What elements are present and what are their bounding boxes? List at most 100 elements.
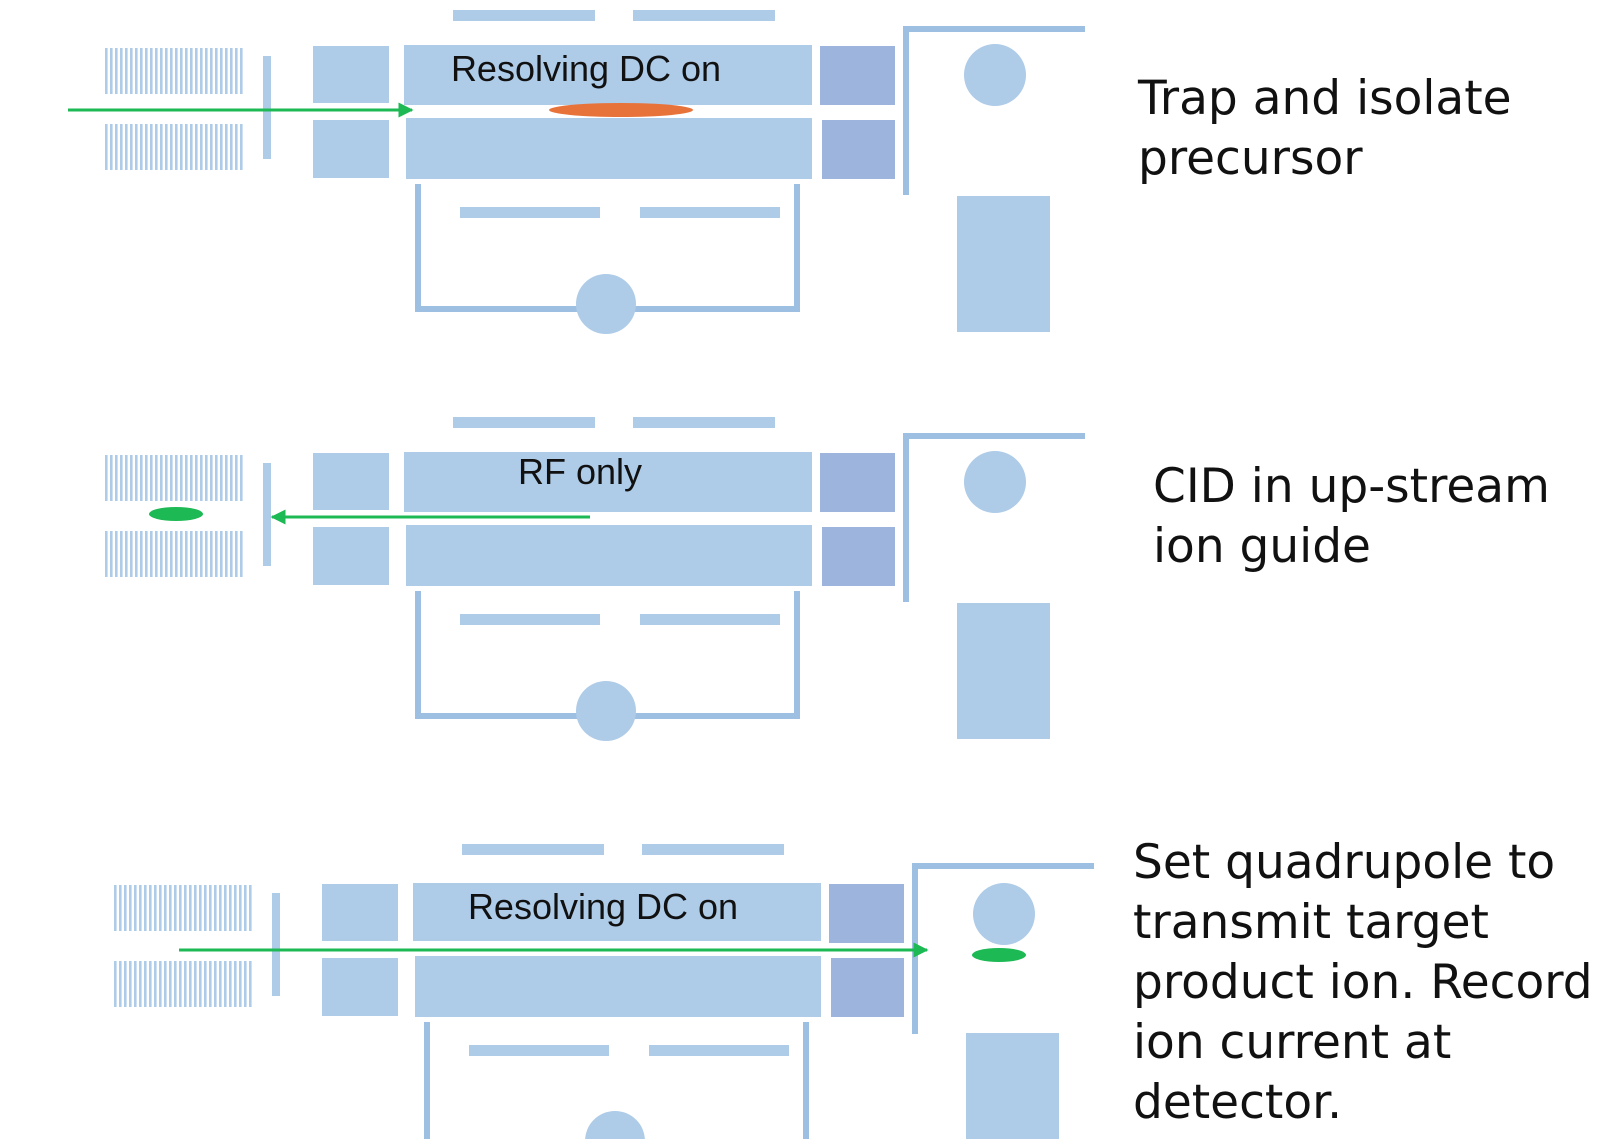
panel-1: Resolving DC on	[68, 10, 1085, 334]
detector-frame	[903, 433, 1085, 602]
grating-bar	[175, 455, 178, 501]
grating-bar	[234, 885, 237, 931]
grating-bar	[175, 124, 178, 170]
prefilter-lower	[313, 527, 389, 585]
entrance-lens	[263, 56, 271, 159]
grating-bar	[210, 124, 213, 170]
grating-bar	[159, 885, 162, 931]
inner-bar-right	[640, 614, 780, 625]
grating-bar	[184, 961, 187, 1007]
inner-bar-left	[460, 614, 600, 625]
grating-bar	[249, 961, 252, 1007]
grating-bar	[185, 48, 188, 94]
detector-circle	[973, 883, 1035, 945]
quad-label: RF only	[518, 451, 642, 492]
grating-bar	[225, 124, 228, 170]
grating-bar	[155, 124, 158, 170]
grating-bar	[240, 455, 243, 501]
grating-bar	[230, 124, 233, 170]
grating-bar	[140, 455, 143, 501]
grating-bar	[160, 124, 163, 170]
grating-bar	[150, 124, 153, 170]
grating-bar	[200, 531, 203, 577]
grating-bar	[110, 124, 113, 170]
grating-bar	[165, 48, 168, 94]
grating-bar	[239, 885, 242, 931]
postfilter-upper	[829, 884, 904, 943]
postfilter-upper	[820, 46, 895, 105]
grating-bar	[195, 124, 198, 170]
grating-bar	[145, 48, 148, 94]
grating-bar	[235, 124, 238, 170]
grating-bar	[174, 885, 177, 931]
grating-bar	[185, 531, 188, 577]
step-2-description: CID in up-stream ion guide	[1153, 459, 1550, 574]
grating-bar	[105, 124, 108, 170]
grating-bar	[204, 885, 207, 931]
grating-bar	[135, 455, 138, 501]
grating-bar	[119, 961, 122, 1007]
grating-bar	[235, 455, 238, 501]
grating-bar	[124, 885, 127, 931]
quad-rod-lower	[406, 118, 812, 179]
grating-bar	[190, 124, 193, 170]
grating-bar	[189, 961, 192, 1007]
grating-bar	[149, 885, 152, 931]
grating-bar	[165, 124, 168, 170]
grating-bar	[120, 531, 123, 577]
grating-bar	[215, 531, 218, 577]
quad-rod-upper	[404, 45, 812, 105]
prefilter-upper	[313, 453, 389, 510]
grating-bar	[214, 961, 217, 1007]
pump-circle	[576, 681, 636, 741]
postfilter-upper	[820, 453, 895, 512]
upstream-ion-guide	[105, 48, 243, 170]
grating-bar	[219, 961, 222, 1007]
grating-bar	[235, 48, 238, 94]
grating-bar	[155, 531, 158, 577]
top-bar-left	[453, 10, 595, 21]
grating-bar	[235, 531, 238, 577]
grating-bar	[145, 124, 148, 170]
grating-bar	[124, 961, 127, 1007]
inner-bar-right	[649, 1045, 789, 1056]
grating-bar	[155, 455, 158, 501]
grating-bar	[120, 124, 123, 170]
grating-bar	[194, 961, 197, 1007]
grating-bar	[150, 48, 153, 94]
grating-bar	[180, 455, 183, 501]
grating-bar	[140, 531, 143, 577]
grating-bar	[230, 48, 233, 94]
grating-bar	[205, 48, 208, 94]
grating-bar	[190, 455, 193, 501]
grating-bar	[210, 48, 213, 94]
detector-frame	[903, 26, 1085, 195]
grating-bar	[170, 48, 173, 94]
entrance-lens	[272, 893, 280, 996]
grating-bar	[130, 124, 133, 170]
grating-bar	[244, 961, 247, 1007]
grating-bar	[159, 961, 162, 1007]
grating-bar	[204, 961, 207, 1007]
detector-box	[957, 603, 1050, 739]
panel-3: Resolving DC on	[114, 844, 1094, 1139]
grating-bar	[220, 48, 223, 94]
grating-bar	[120, 48, 123, 94]
grating-bar	[229, 885, 232, 931]
grating-bar	[209, 885, 212, 931]
inner-bar-left	[469, 1045, 609, 1056]
grating-bar	[184, 885, 187, 931]
detector-box	[966, 1033, 1059, 1139]
grating-bar	[130, 455, 133, 501]
grating-bar	[130, 48, 133, 94]
grating-bar	[135, 124, 138, 170]
grating-bar	[220, 531, 223, 577]
grating-bar	[225, 455, 228, 501]
top-bar-right	[633, 10, 775, 21]
grating-bar	[230, 455, 233, 501]
grating-bar	[164, 961, 167, 1007]
step-3-description: Set quadrupole to transmit target produc…	[1133, 835, 1593, 1130]
grating-bar	[180, 531, 183, 577]
grating-bar	[215, 124, 218, 170]
grating-bar	[224, 885, 227, 931]
